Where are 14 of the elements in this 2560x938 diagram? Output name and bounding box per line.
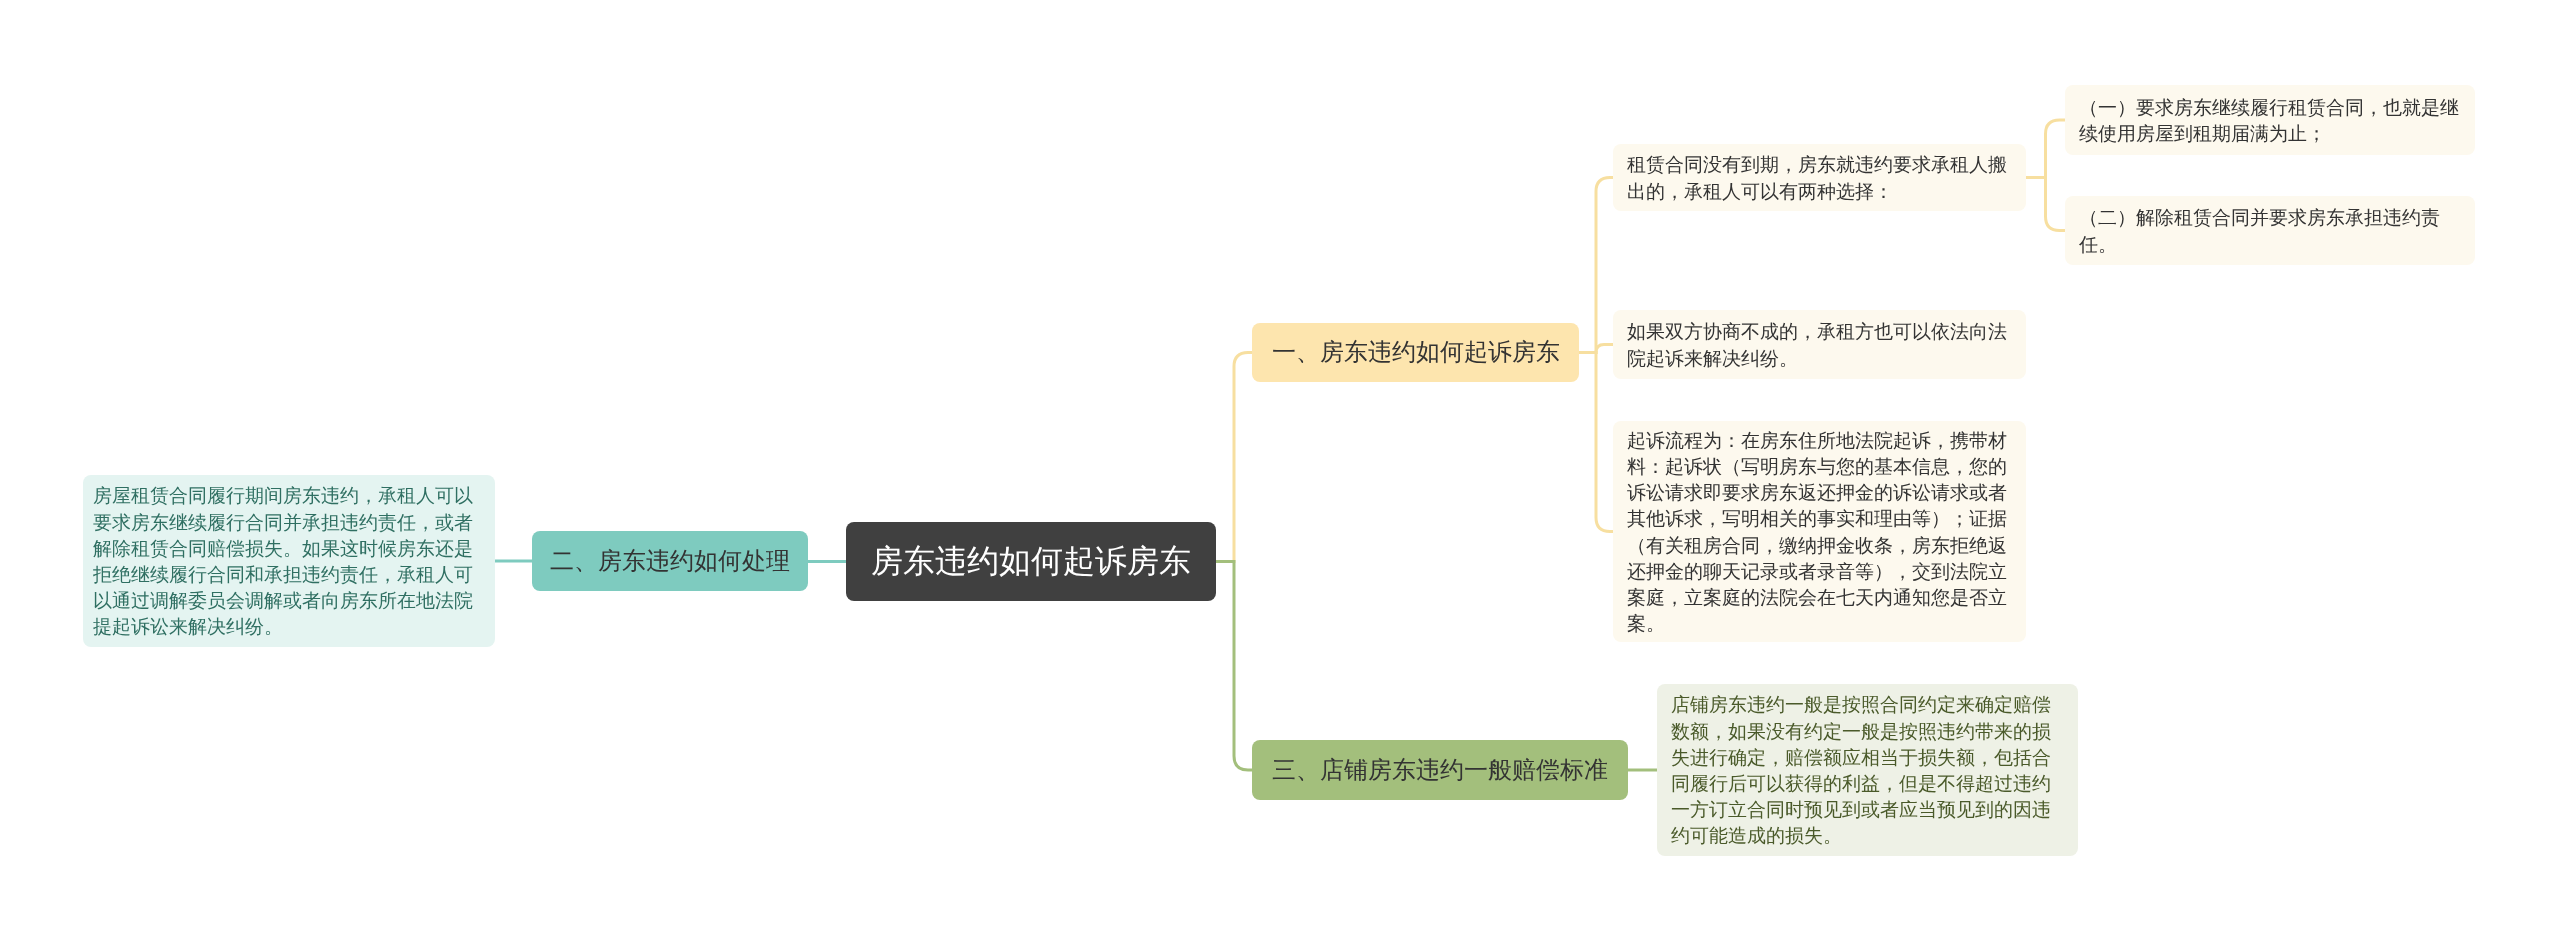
branch-topic-box: 三、店铺房东违约一般赔偿标准: [1252, 740, 1628, 800]
note-box: 起诉流程为：在房东住所地法院起诉，携带材料：起诉状（写明房东与您的基本信息，您的诉讼请求即要求房东返还押金的诉讼请求或者其他诉求，写明相关的事实和理由等）；证据（有关租房合同，缴纳押金收条，房东拒绝返还押金的聊天记录或者录音等），交到法院立案庭，立案庭的法院会在七天内通知您是否立案。: [1613, 421, 2026, 642]
note-box: （一）要求房东继续履行租赁合同，也就是继续使用房屋到租期届满为止；: [2065, 85, 2475, 155]
connector-line: [808, 560, 846, 563]
connector-line: [1628, 768, 1657, 772]
branch-topic-box: 二、房东违约如何处理: [532, 531, 808, 591]
note-box: 房屋租赁合同履行期间房东违约，承租人可以要求房东继续履行合同并承担违约责任，或者解除租赁合同赔偿损失。如果这时候房东还是拒绝继续履行合同和承担违约责任，承租人可以通过调解委员会调解或者向房东所在地法院提起诉讼来解决纠纷。: [83, 475, 495, 647]
root-topic-box: 房东违约如何起诉房东: [846, 522, 1216, 601]
note-box: （二）解除租赁合同并要求房东承担违约责任。: [2065, 196, 2475, 265]
connector-line: [495, 559, 532, 563]
note-box: 如果双方协商不成的，承租方也可以依法向法院起诉来解决纠纷。: [1613, 310, 2026, 379]
branch-topic-box: 一、房东违约如何起诉房东: [1252, 323, 1579, 382]
note-box: 租赁合同没有到期，房东就违约要求承租人搬出的，承租人可以有两种选择：: [1613, 144, 2026, 211]
note-box: 店铺房东违约一般是按照合同约定来确定赔偿数额，如果没有约定一般是按照违约带来的损失进行确定，赔偿额应相当于损失额，包括合同履行后可以获得的利益，但是不得超过违约一方订立合同时预见到或者应当预见到的因违约可能造成的损失。: [1657, 684, 2078, 856]
